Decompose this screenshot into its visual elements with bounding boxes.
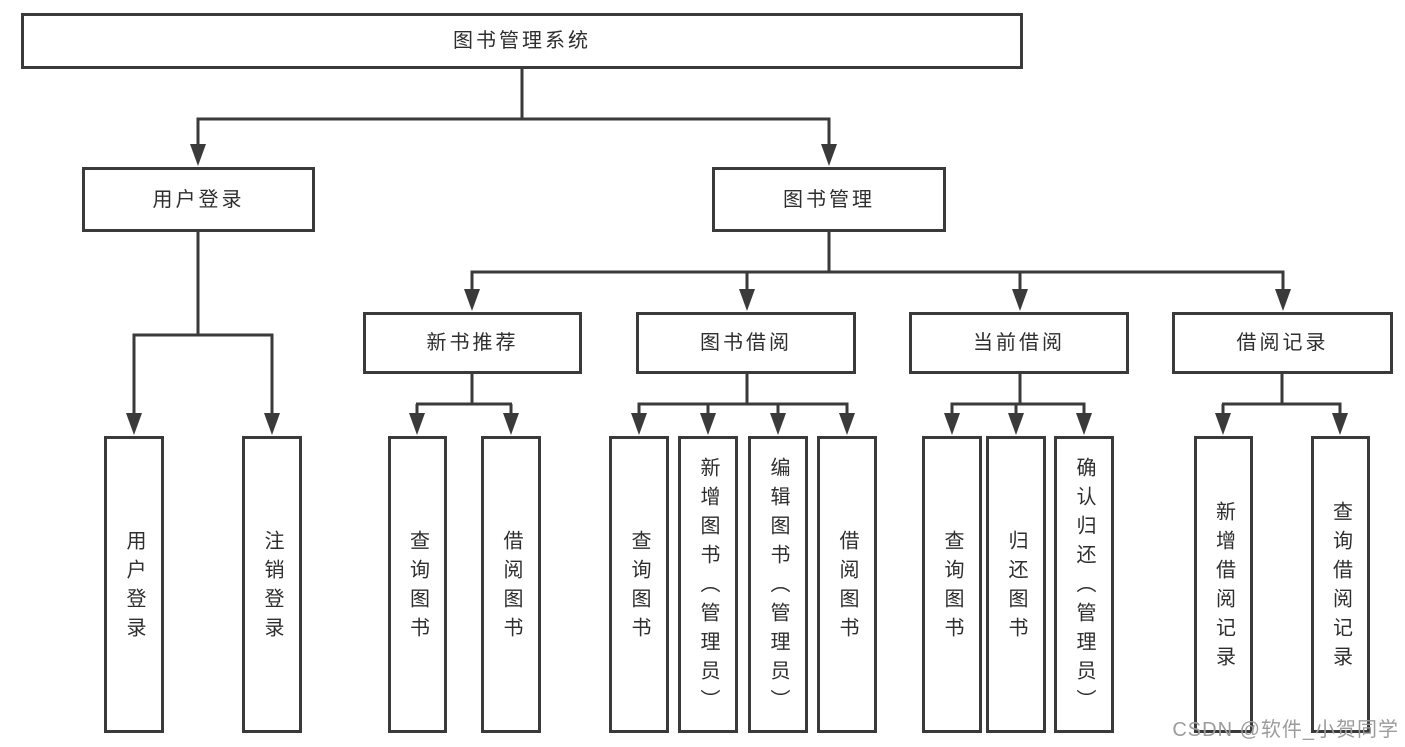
node-query-books-borrowing: 查询图书 [609,436,669,733]
node-book-management: 图书管理 [712,167,946,232]
node-logout-leaf: 注销登录 [242,436,302,733]
node-library-system: 图书管理系统 [21,13,1023,69]
node-current-borrowing: 当前借阅 [909,312,1129,374]
node-new-book-recommend: 新书推荐 [363,312,582,374]
node-user-login: 用户登录 [82,167,315,232]
node-borrow-books-borrowing: 借阅图书 [817,436,877,733]
node-add-books-admin: 新增图书（管理员） [678,436,738,733]
node-edit-books-admin: 编辑图书（管理员） [748,436,808,733]
node-query-books-current: 查询图书 [922,436,982,733]
node-return-books: 归还图书 [986,436,1046,733]
node-add-borrow-record: 新增借阅记录 [1194,436,1253,733]
watermark: CSDN @软件_小贺同学 [1172,719,1399,741]
node-book-borrowing: 图书借阅 [636,312,856,374]
node-user-login-leaf: 用户登录 [104,436,164,733]
node-borrowing-records: 借阅记录 [1172,312,1393,374]
node-confirm-return-admin: 确认归还（管理员） [1054,436,1114,733]
node-query-borrow-record: 查询借阅记录 [1311,436,1370,733]
node-borrow-books-recommend: 借阅图书 [481,436,541,733]
node-query-books-recommend: 查询图书 [388,436,447,733]
